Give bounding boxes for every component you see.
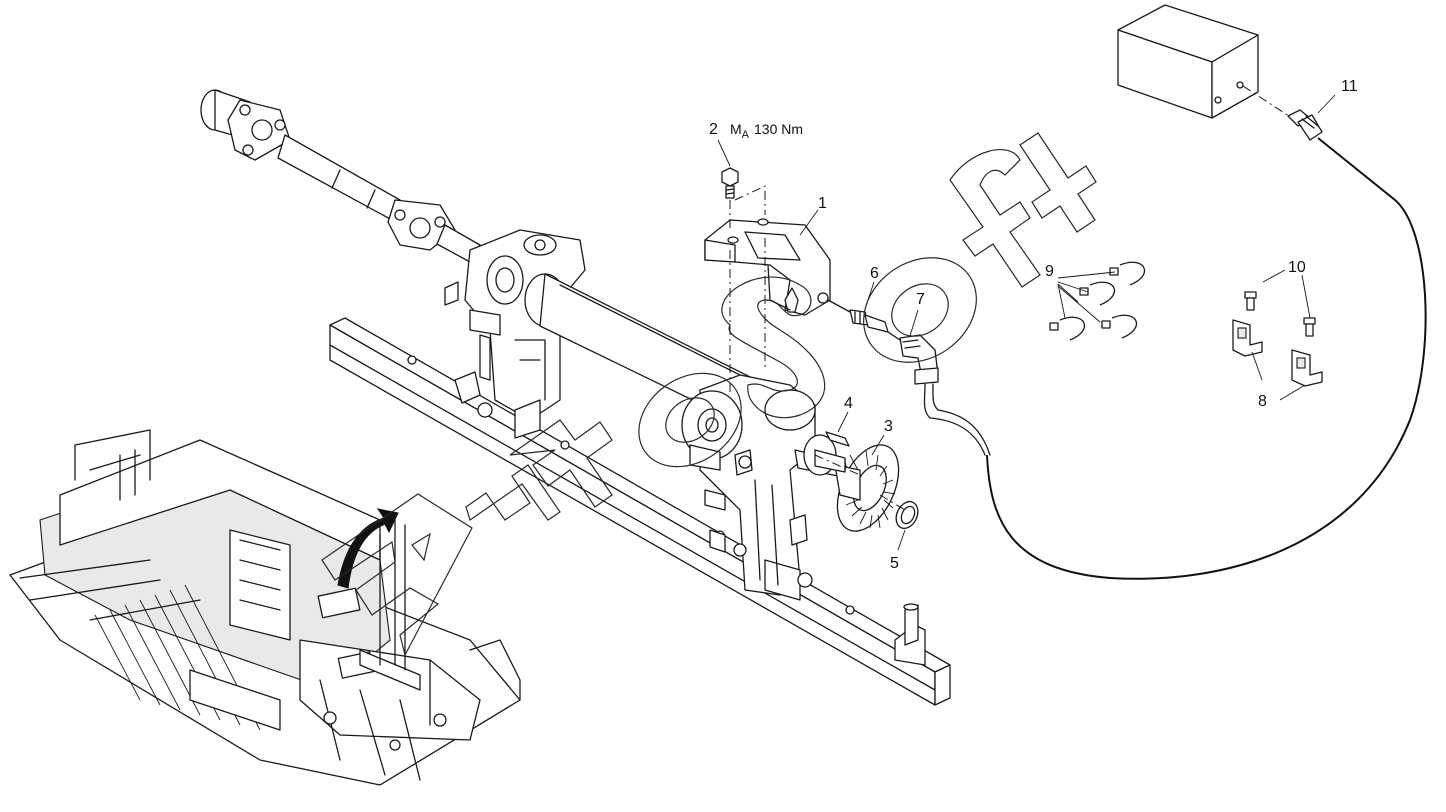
- drive-shaft: [200, 89, 481, 263]
- torque-symbol: M: [730, 121, 742, 137]
- watermark-autosoft: [321, 132, 1097, 657]
- callout-7: 7: [916, 291, 925, 308]
- callout-1: 1: [818, 195, 827, 212]
- part-9-clips: [1049, 261, 1145, 341]
- callout-5: 5: [890, 555, 899, 572]
- torque-value: 130 Nm: [754, 121, 803, 137]
- part-3-disc: [814, 444, 900, 532]
- callout-6: 6: [870, 265, 879, 282]
- torque-spec: MA 130 Nm: [730, 121, 803, 141]
- callout-3: 3: [884, 418, 893, 435]
- callout-10: 10: [1288, 259, 1306, 276]
- part-2-bolt: [721, 167, 739, 199]
- part-1-mounting-bracket: [704, 218, 831, 316]
- part-5-ring: [895, 500, 919, 530]
- part-4-key: [825, 431, 850, 447]
- callout-9: 9: [1045, 263, 1054, 280]
- part-8-10-brackets-screws: [1232, 291, 1323, 387]
- torque-subscript: A: [742, 129, 750, 141]
- callout-11: 11: [1341, 78, 1358, 95]
- part-6-sensor: [827, 299, 889, 333]
- machine-overview: [9, 429, 521, 786]
- part-7-elbow-connector: [887, 331, 939, 385]
- callout-8: 8: [1258, 393, 1267, 410]
- leader-lines: [717, 94, 1336, 551]
- callout-labels: 1 2 3 4 5 6 7 8 9 10 11 MA 130 Nm: [709, 78, 1358, 572]
- callout-2: 2: [709, 121, 718, 138]
- sensor-cable: [923, 137, 1427, 580]
- part-11-control-box: [1117, 4, 1323, 141]
- assembly-lines: [729, 185, 906, 511]
- callout-4: 4: [844, 395, 853, 412]
